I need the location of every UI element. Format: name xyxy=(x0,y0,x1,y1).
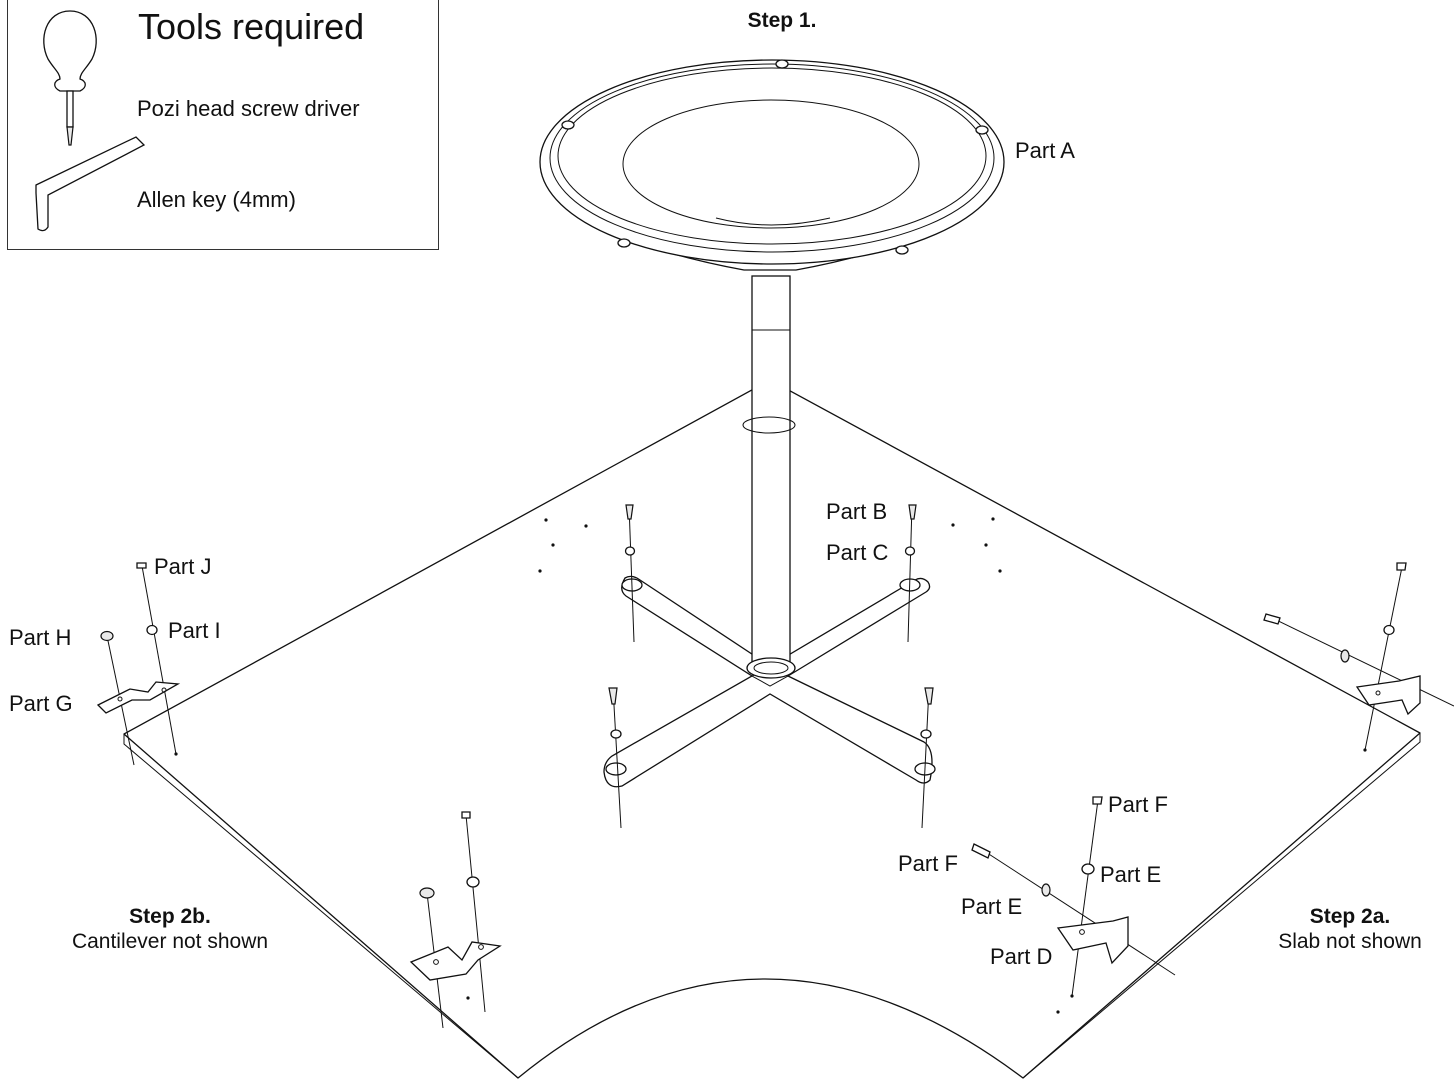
tools-required-panel: Tools required Pozi head screw driver Al… xyxy=(7,0,439,250)
allen-key-icon xyxy=(35,136,146,232)
step-2b-caption: Step 2b. Cantilever not shown xyxy=(40,904,300,954)
base-screws xyxy=(608,504,934,829)
table-column xyxy=(742,275,796,679)
tools-icons xyxy=(35,10,146,232)
step-2a-caption: Step 2a. Slab not shown xyxy=(1255,904,1445,954)
step-2a-note: Slab not shown xyxy=(1278,930,1422,953)
pilot-holes xyxy=(466,517,1060,1014)
tools-title: Tools required xyxy=(138,6,365,47)
label-part-e-upper: Part E xyxy=(1100,862,1162,887)
slab-bracket-front xyxy=(971,796,1176,998)
step-2b-note: Cantilever not shown xyxy=(71,930,269,953)
step-2a-title: Step 2a. xyxy=(1309,905,1391,928)
cantilever-bracket-front xyxy=(409,811,502,1029)
label-part-f-upper: Part F xyxy=(1108,792,1168,817)
label-part-d: Part D xyxy=(990,944,1053,969)
slab-bracket-right xyxy=(1263,562,1454,752)
table-top-slab xyxy=(123,379,1421,1079)
label-part-i: Part I xyxy=(168,618,221,643)
label-part-c: Part C xyxy=(826,540,889,565)
label-part-f-lower: Part F xyxy=(898,851,958,876)
cantilever-bracket-left xyxy=(96,562,181,766)
tool-allen-key-label: Allen key (4mm) xyxy=(137,187,296,212)
step-1-caption: Step 1. xyxy=(707,8,857,33)
step-2b-title: Step 2b. xyxy=(129,905,211,928)
step-1-title: Step 1. xyxy=(747,9,817,32)
screwdriver-icon xyxy=(43,10,97,146)
label-part-g: Part G xyxy=(9,691,73,716)
label-part-j: Part J xyxy=(154,554,212,579)
round-table-top xyxy=(539,59,1005,271)
label-part-e-lower: Part E xyxy=(961,894,1023,919)
tool-screwdriver-label: Pozi head screw driver xyxy=(137,96,360,121)
cross-base xyxy=(603,575,936,788)
label-part-h: Part H xyxy=(9,625,72,650)
label-part-b: Part B xyxy=(826,499,888,524)
label-part-a: Part A xyxy=(1015,138,1075,163)
